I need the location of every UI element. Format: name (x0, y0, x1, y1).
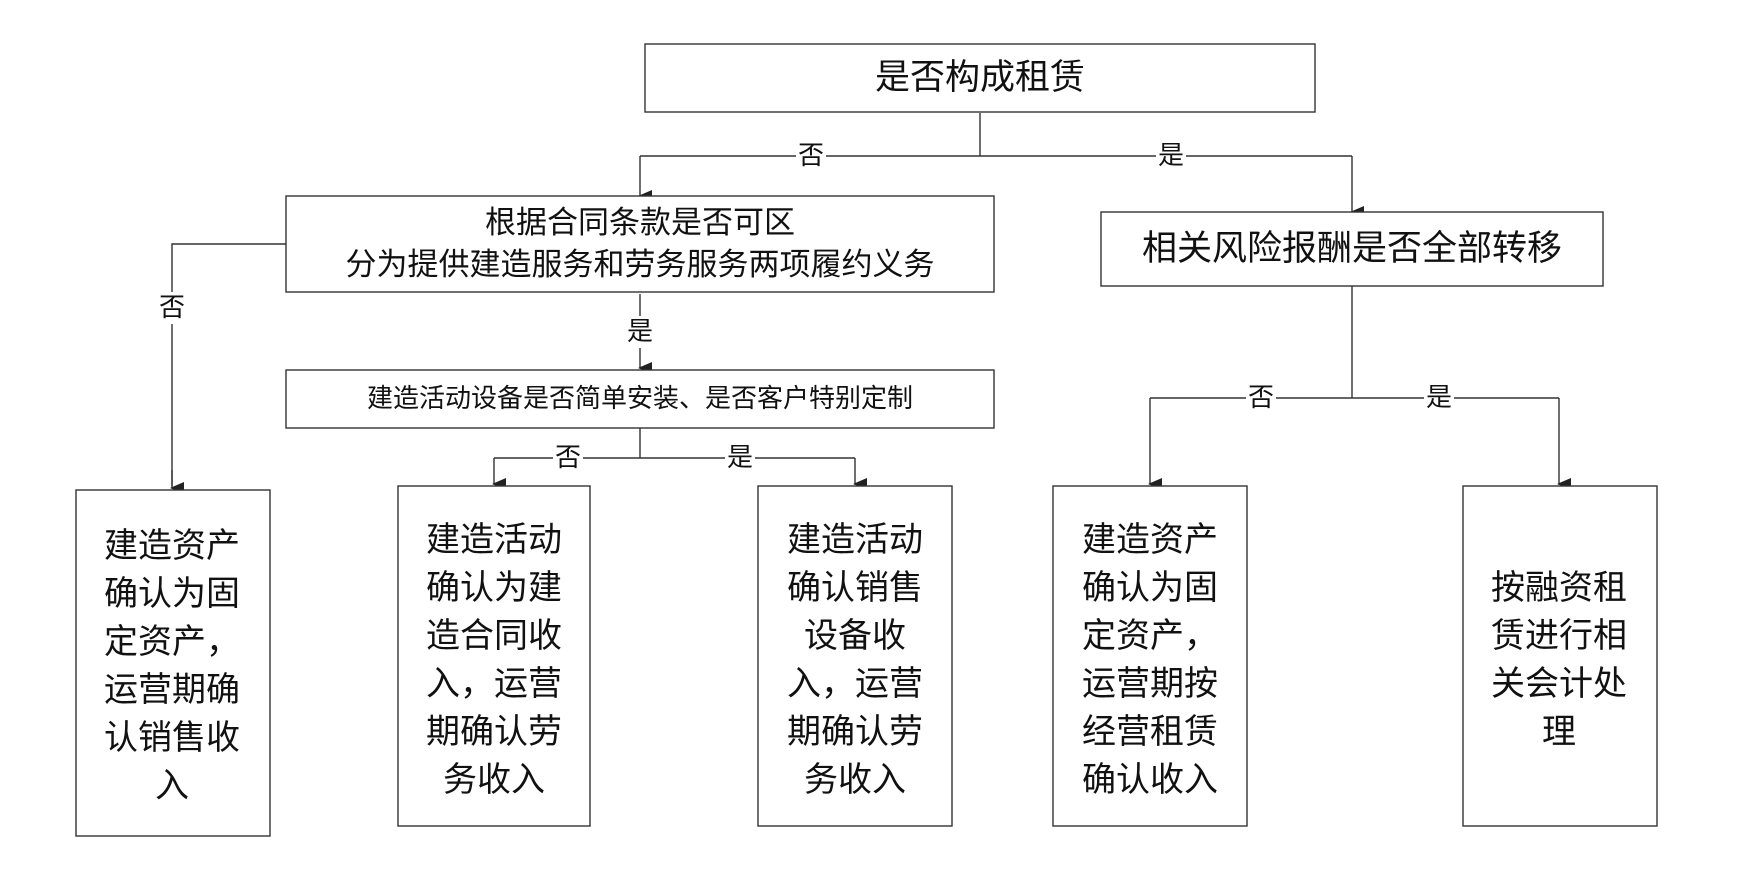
svg-text:否: 否 (798, 141, 824, 171)
svg-text:是: 是 (1426, 383, 1452, 413)
svg-text:是: 是 (1158, 141, 1184, 171)
node-text-line: 理 (1542, 712, 1576, 752)
node-text-line: 建造活动设备是否简单安装、是否客户特别定制 (367, 384, 913, 414)
edge-label-equipment-yes: 是 (725, 442, 755, 474)
edge-root-branches (638, 113, 1364, 218)
edge-label-root-yes: 是 (1156, 140, 1186, 172)
node-text-line: 运营期按 (1082, 664, 1218, 704)
node-text-line: 按融资租 (1491, 568, 1627, 608)
node-text-line: 是否构成租赁 (875, 58, 1085, 98)
svg-text:是: 是 (627, 317, 653, 347)
node-text-line: 确认为固 (104, 574, 240, 614)
node-equipment-check: 建造活动设备是否简单安装、是否客户特别定制 (285, 369, 995, 429)
edge-label-risk-yes: 是 (1424, 382, 1454, 414)
node-text-line: 建造活动 (426, 520, 562, 560)
node-text-line: 定资产， (104, 622, 240, 662)
edge-label-risk-no: 否 (1246, 382, 1276, 414)
node-text-line: 相关风险报酬是否全部转移 (1142, 229, 1562, 269)
node-text-line: 确认收入 (1082, 760, 1218, 800)
node-text-line: 建造活动 (787, 520, 923, 560)
node-text-line: 根据合同条款是否可区 (485, 205, 795, 241)
svg-text:是: 是 (727, 443, 753, 473)
node-text-line: 认销售收 (104, 718, 240, 758)
node-text-line: 务收入 (443, 760, 545, 800)
node-text-line: 造合同收 (426, 616, 562, 656)
node-text-line: 入，运营 (426, 664, 562, 704)
svg-text:否: 否 (555, 443, 581, 473)
node-text-line: 确认为固 (1082, 568, 1218, 608)
svg-text:否: 否 (159, 293, 185, 323)
node-text-line: 建造资产 (1082, 520, 1218, 560)
node-text-line: 分为提供建造服务和劳务服务两项履约义务 (346, 247, 935, 283)
node-text-line: 设备收 (804, 616, 906, 656)
node-text-line: 确认为建 (426, 568, 562, 608)
node-text-line: 入，运营 (787, 664, 923, 704)
edge-label-contract-yes: 是 (625, 316, 655, 348)
node-text-line: 运营期确 (104, 670, 240, 710)
edge-label-contract-no: 否 (157, 292, 187, 324)
node-is-lease: 是否构成租赁 (644, 43, 1316, 113)
node-text-line: 关会计处 (1491, 664, 1627, 704)
node-text-line: 赁进行相 (1491, 616, 1627, 656)
node-text-line: 经营租赁 (1082, 712, 1218, 752)
node-text-line: 务收入 (804, 760, 906, 800)
node-text-line: 定资产， (1082, 616, 1218, 656)
edge-label-root-no: 否 (796, 140, 826, 172)
node-risk-transfer: 相关风险报酬是否全部转移 (1100, 211, 1604, 287)
svg-text:否: 否 (1248, 383, 1274, 413)
edge-label-equipment-no: 否 (553, 442, 583, 474)
node-text-line: 期确认劳 (426, 712, 562, 752)
node-text-line: 确认销售 (787, 568, 923, 608)
edge-equipment-branches (492, 428, 867, 490)
edge-risk-branches (1148, 286, 1571, 490)
node-text-line: 建造资产 (104, 526, 240, 566)
node-text-line: 期确认劳 (787, 712, 923, 752)
node-text-line: 入 (155, 766, 189, 806)
edge-contract-no (170, 243, 286, 494)
